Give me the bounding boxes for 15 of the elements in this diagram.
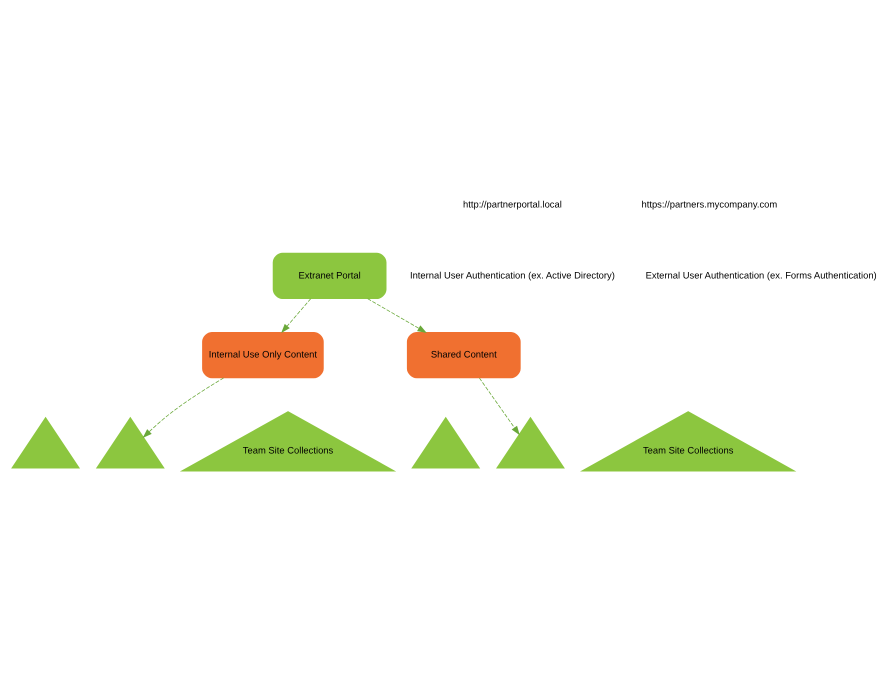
node-triangle: [11, 416, 80, 468]
node-triangle: [411, 416, 480, 468]
node-box: Internal Use Only Content: [202, 331, 324, 378]
label: Internal User Authentication (ex. Active Directory): [410, 268, 615, 280]
label: External User Authentication (ex. Forms Authentication): [646, 268, 877, 280]
arrow: [281, 298, 312, 333]
arrow: [142, 377, 224, 438]
node-triangle: [96, 416, 165, 468]
label: https://partners.mycompany.com: [641, 198, 778, 210]
arrow: [367, 298, 427, 332]
arrow: [479, 377, 520, 435]
node-box: Extranet Portal: [272, 252, 386, 299]
node-triangle: [496, 416, 565, 468]
label: http://partnerportal.local: [463, 198, 562, 210]
node-box: Shared Content: [406, 331, 521, 378]
